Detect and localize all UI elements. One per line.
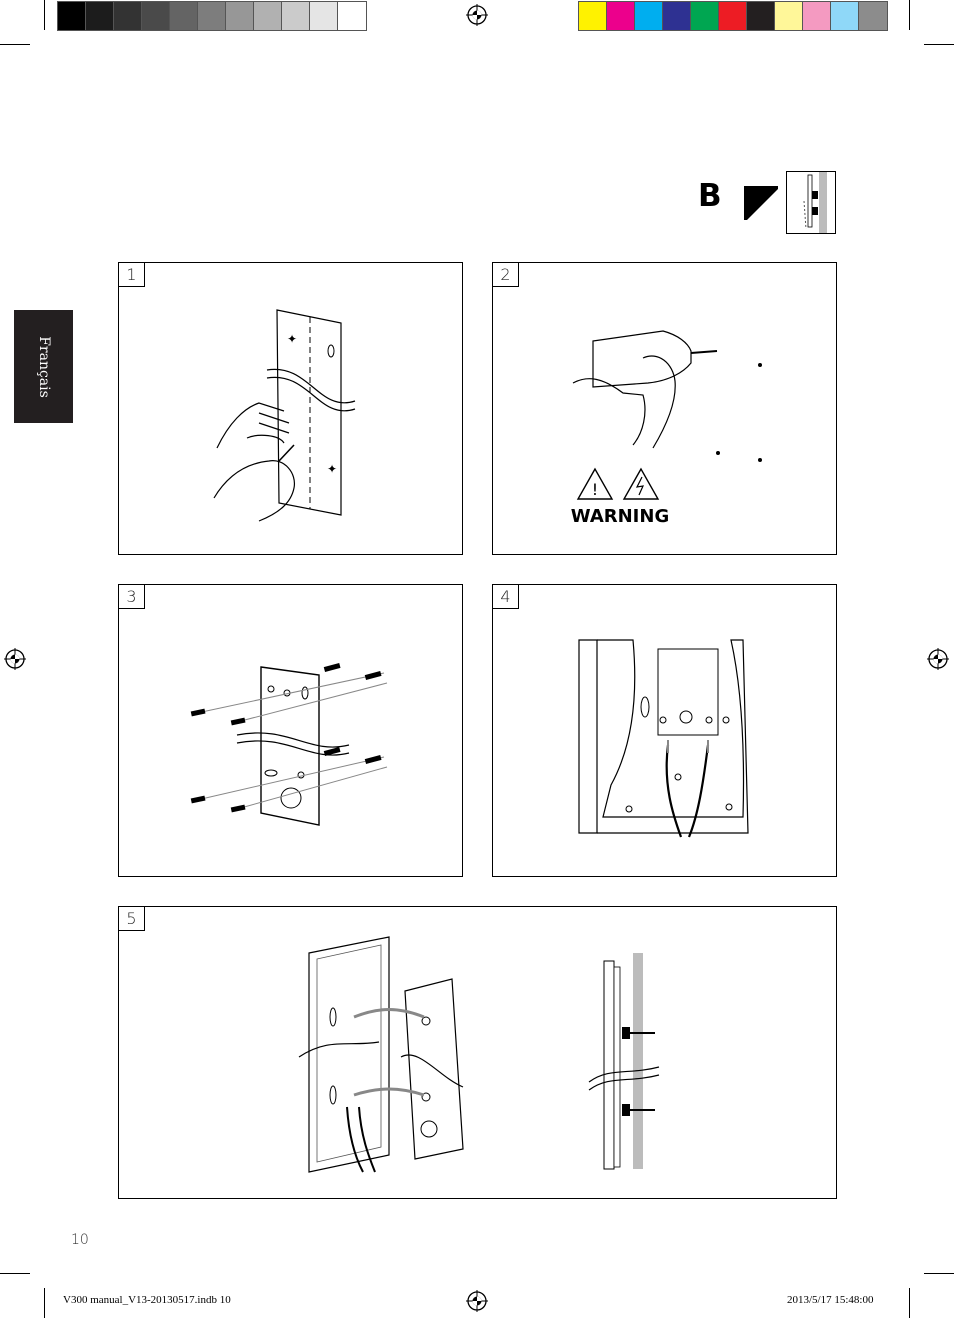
color-swatch <box>607 2 635 30</box>
color-swatch <box>58 2 86 30</box>
color-swatch <box>198 2 226 30</box>
color-swatch <box>226 2 254 30</box>
color-swatch <box>859 2 887 30</box>
color-swatch <box>579 2 607 30</box>
color-swatch <box>86 2 114 30</box>
wall-mount-icon <box>744 186 778 220</box>
warning-label: WARNING <box>571 506 669 527</box>
step-3-panel: 3 <box>118 584 463 877</box>
color-swatch <box>747 2 775 30</box>
color-swatch <box>170 2 198 30</box>
crop-mark <box>909 0 910 30</box>
crop-mark <box>0 44 30 45</box>
step-number: 5 <box>119 907 145 931</box>
registration-mark-icon <box>4 648 26 670</box>
crop-mark <box>44 0 45 30</box>
step-number: 1 <box>119 263 145 287</box>
color-swatch <box>142 2 170 30</box>
color-swatch <box>282 2 310 30</box>
crop-mark <box>0 1273 30 1274</box>
mounting-side-view-icon <box>786 171 836 234</box>
crop-mark <box>44 1288 45 1318</box>
step-2-panel: 2 ! WARNING <box>492 262 837 555</box>
color-swatch <box>831 2 859 30</box>
step-number: 4 <box>493 585 519 609</box>
color-swatch <box>114 2 142 30</box>
hang-speaker-illustration <box>298 936 660 1173</box>
crop-mark <box>909 1288 910 1318</box>
step-4-panel: 4 <box>492 584 837 877</box>
registration-mark-icon <box>927 648 949 670</box>
step-number: 2 <box>493 263 519 287</box>
crop-mark <box>924 1273 954 1274</box>
footer-timestamp: 2013/5/17 15:48:00 <box>787 1294 874 1306</box>
color-calibration-bar <box>578 1 888 31</box>
svg-text:!: ! <box>592 480 598 499</box>
color-swatch <box>663 2 691 30</box>
crop-mark <box>924 44 954 45</box>
color-swatch <box>635 2 663 30</box>
drilling-holes-illustration: ! WARNING <box>571 330 762 527</box>
language-tab: Français <box>14 310 73 423</box>
footer-filename: V300 manual_V13-20130517.indb 10 <box>63 1294 231 1306</box>
color-swatch <box>775 2 803 30</box>
step-5-panel: 5 <box>118 906 837 1199</box>
registration-mark-icon <box>466 1290 488 1312</box>
speaker-back-illustration <box>578 639 749 838</box>
color-swatch <box>338 2 366 30</box>
color-swatch <box>691 2 719 30</box>
svg-text:✦: ✦ <box>287 332 297 346</box>
color-swatch <box>719 2 747 30</box>
screws-and-plugs-illustration <box>190 662 388 826</box>
page-number: 10 <box>71 1232 89 1248</box>
step-1-panel: 1 ✦ ✦ <box>118 262 463 555</box>
color-swatch <box>254 2 282 30</box>
registration-mark-icon <box>466 4 488 26</box>
step-number: 3 <box>119 585 145 609</box>
grayscale-calibration-bar <box>57 1 367 31</box>
color-swatch <box>310 2 338 30</box>
color-swatch <box>803 2 831 30</box>
section-letter: B <box>698 178 722 214</box>
template-on-wall-illustration: ✦ ✦ <box>213 309 356 522</box>
language-label: Français <box>35 335 52 398</box>
svg-text:✦: ✦ <box>327 462 337 476</box>
